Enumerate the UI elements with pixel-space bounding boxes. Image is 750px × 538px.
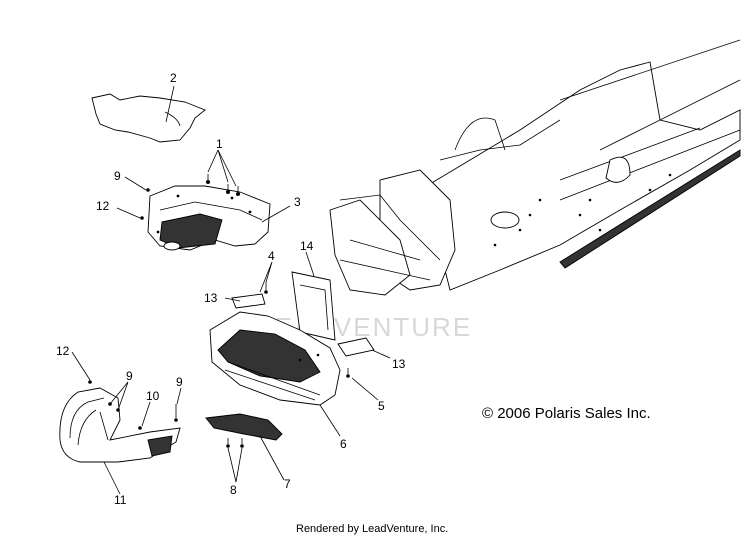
fasteners-part-8: [226, 438, 244, 448]
callout-14: 14: [300, 239, 314, 253]
fasteners-part-1: [206, 174, 240, 196]
fastener-part-5: [346, 368, 350, 378]
part-3-panel: [147, 185, 271, 251]
callout-8: 8: [230, 483, 237, 497]
leader-lines: [71, 85, 391, 495]
callout-12-bottom: 12: [56, 344, 70, 358]
callout-11: 11: [114, 493, 127, 507]
copyright-notice: © 2006 Polaris Sales Inc.: [482, 405, 651, 422]
callout-2: 2: [170, 71, 177, 85]
footer-credit: Rendered by LeadVenture, Inc.: [296, 523, 448, 535]
callout-13-right: 13: [392, 357, 406, 371]
callout-13-left: 13: [204, 291, 218, 305]
callout-9-mid: 9: [126, 369, 133, 383]
callout-12-top: 12: [96, 199, 110, 213]
fasteners-bumper: [88, 188, 178, 430]
part-6-nose-pan: [209, 311, 341, 406]
callout-10: 10: [146, 389, 160, 403]
fasteners-part-4: [264, 282, 268, 294]
callout-9-right: 9: [176, 375, 183, 389]
part-2-plate: [91, 93, 206, 143]
part-14-bracket: [291, 271, 336, 341]
part-13-pad-left: [231, 293, 266, 309]
part-7-skid: [205, 413, 283, 441]
part-11-bumper: [59, 387, 181, 463]
callout-4: 4: [268, 249, 275, 263]
part-13-pad-right: [337, 337, 375, 357]
callout-9-top: 9: [114, 169, 121, 183]
chassis-tunnel: [329, 39, 741, 296]
callout-7: 7: [284, 477, 291, 491]
callout-6: 6: [340, 437, 347, 451]
callout-5: 5: [378, 399, 385, 413]
callout-1: 1: [216, 137, 223, 151]
callout-3: 3: [294, 195, 301, 209]
